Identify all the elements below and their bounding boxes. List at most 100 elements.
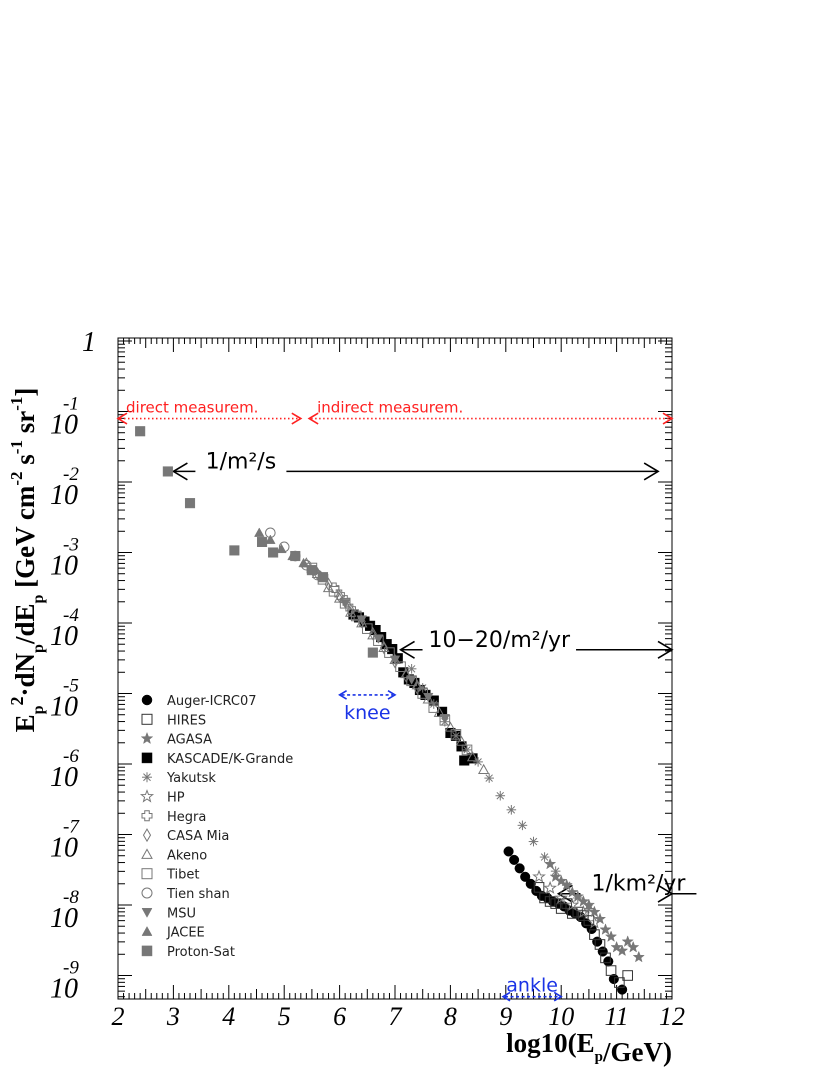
data-point — [467, 753, 478, 764]
y-tick-label: 10 — [50, 833, 78, 864]
x-tick-label: 8 — [444, 1002, 457, 1031]
x-tick-label: 9 — [499, 1002, 512, 1031]
data-point — [466, 751, 479, 762]
legend-marker — [140, 731, 154, 745]
data-point — [608, 973, 619, 985]
data-point — [600, 952, 611, 964]
x-tick-label: 5 — [278, 1002, 291, 1031]
x-tick-label: 6 — [333, 1002, 346, 1031]
data-point — [604, 930, 618, 943]
data-point — [444, 721, 457, 732]
data-point — [411, 679, 423, 690]
data-point — [367, 647, 378, 658]
data-point — [603, 956, 614, 967]
legend-label: Tien shan — [166, 887, 230, 902]
legend-label: Tibet — [166, 868, 200, 883]
data-point — [268, 547, 279, 558]
legend: Auger-ICRC07HIRESAGASAKASCADE/K-GrandeYa… — [139, 694, 293, 960]
annotation-1-km-yr: 1/km²/yr — [556, 872, 697, 903]
data-point — [256, 536, 268, 547]
annotation-ankle: ankle — [501, 975, 563, 1002]
data-point — [387, 644, 398, 655]
x-tick-label: 2 — [112, 1002, 125, 1031]
legend-label: MSU — [167, 906, 196, 921]
data-point — [461, 744, 473, 756]
data-point — [610, 940, 623, 953]
y-tick-label: 10 — [50, 410, 78, 441]
y-tick-label: 10 — [50, 480, 78, 511]
data-point — [532, 869, 546, 883]
data-point — [616, 944, 629, 957]
legend-marker — [141, 868, 153, 880]
data-point — [592, 936, 603, 947]
data-point — [554, 890, 569, 904]
data-point — [622, 970, 633, 981]
data-point — [406, 664, 417, 674]
data-point — [576, 904, 591, 918]
data-point — [254, 527, 265, 537]
data-point — [599, 923, 612, 935]
legend-label: JACEE — [166, 926, 205, 941]
data-point — [506, 805, 517, 815]
legend-marker — [141, 752, 153, 764]
annotation-1-m-s: 1/m²/s — [171, 449, 660, 481]
data-point — [539, 892, 550, 904]
data-point — [584, 903, 594, 914]
series-yakutsk — [406, 664, 594, 914]
data-point — [520, 871, 531, 882]
x-axis-title: log10(Ep/GeV) — [506, 1028, 672, 1067]
y-tick-label: 1 — [82, 327, 96, 358]
y-axis-title: Ep2·dNp/dEp [GeV cm-2 s-1 sr-1] — [7, 388, 47, 733]
data-point — [561, 880, 572, 891]
data-point — [328, 585, 340, 597]
data-point — [229, 545, 240, 556]
y-tick-exponent: -3 — [63, 535, 79, 556]
data-point — [533, 882, 545, 893]
annotation-arrowhead — [387, 690, 397, 700]
data-point — [306, 565, 317, 576]
data-point — [356, 615, 367, 625]
legend-marker — [141, 887, 153, 899]
y-tick-label: 10 — [50, 551, 78, 582]
data-point — [290, 550, 301, 562]
data-point — [614, 977, 625, 988]
data-point — [395, 661, 406, 673]
annotation-label: knee — [344, 702, 390, 724]
series-proton-sat — [135, 426, 378, 658]
data-point — [384, 647, 395, 658]
data-point — [450, 729, 462, 740]
legend-label: CASA Mia — [167, 829, 229, 844]
series-hires — [533, 882, 633, 988]
data-point — [362, 623, 373, 634]
data-point — [428, 699, 439, 709]
data-points — [135, 426, 645, 995]
y-tick-label: 10 — [50, 974, 78, 1005]
data-point — [566, 908, 578, 919]
data-point — [632, 950, 645, 963]
y-tick-exponent: -4 — [63, 605, 79, 626]
y-tick-exponent: -7 — [63, 817, 80, 838]
x-tick-label: 10 — [548, 1002, 574, 1031]
data-point — [265, 534, 276, 544]
y-tick-label: 10 — [50, 762, 78, 793]
data-point — [389, 655, 401, 665]
annotation-label: indirect measurem. — [317, 399, 463, 417]
data-point — [276, 543, 287, 554]
data-point — [333, 592, 346, 603]
data-point — [617, 984, 628, 995]
data-point — [517, 820, 528, 831]
annotation-arrowhead — [662, 412, 674, 425]
legend-label: Yakutsk — [166, 771, 216, 786]
annotation-10-20-m-yr: 10−20/m²/yr — [398, 628, 674, 659]
data-point — [298, 557, 309, 568]
data-point — [587, 915, 602, 929]
data-point — [378, 641, 390, 653]
data-point — [400, 667, 412, 679]
series-msu — [339, 599, 451, 724]
y-tick-exponent: -9 — [63, 958, 79, 979]
legend-label: HP — [167, 791, 185, 806]
y-tick-label: 10 — [50, 903, 78, 934]
data-point — [514, 863, 525, 874]
annotations: direct measurem.indirect measurem.1/m²/s… — [116, 399, 697, 1002]
